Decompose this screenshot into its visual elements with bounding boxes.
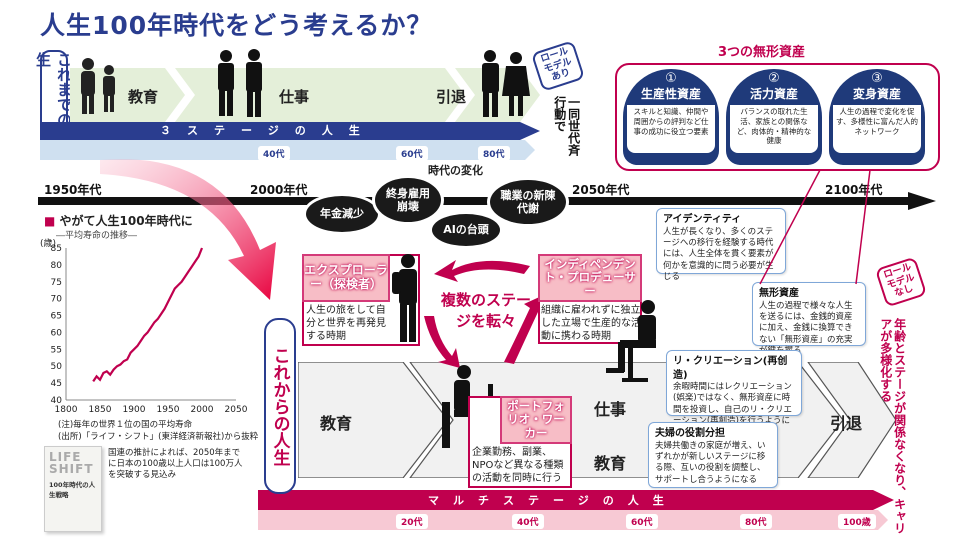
y-tick-label: 75 [51, 278, 62, 288]
x-tick-label: 1900 [123, 405, 146, 415]
year-1950: 1950年代 [44, 183, 102, 197]
x-tick-label: 1850 [89, 405, 112, 415]
y-tick-label: 85 [51, 244, 62, 254]
chart-title: ■ やがて人生100年時代に [44, 214, 193, 228]
y-tick-label: 80 [51, 261, 63, 271]
same-generation-label: 一同世代斉行動で [552, 96, 581, 156]
portfolio-title: ポートフォリオ・ワーカー [500, 396, 572, 444]
transition-arrow [100, 159, 276, 300]
y-unit-label: (歳) [40, 237, 56, 249]
old-age-80: 80代 [478, 146, 510, 161]
info-couple-roles: 夫婦の役割分担夫婦共働きの家庭が増え、いずれかが新しいステージに移る際、互いの役… [648, 422, 778, 488]
family-silhouette-icon [81, 58, 115, 114]
asset-vitality: ② 活力資産 バランスの取れた生活、家族との関係など、肉体的・精神的な健康 [726, 69, 822, 165]
y-tick-label: 40 [51, 396, 63, 406]
new-age-100: 100歳 [838, 514, 876, 529]
old-age-markers: 40代 60代 80代 [0, 146, 560, 161]
x-tick-label: 1950 [157, 405, 180, 415]
life-expectancy-line [92, 247, 204, 383]
y-tick-label: 55 [51, 345, 62, 355]
new-stage-work: 仕事 [594, 400, 627, 419]
change-ai: AIの台頭 [432, 214, 500, 246]
new-age-60: 60代 [626, 514, 658, 529]
chart-note-2: (出所)「ライフ・シフト」(東洋経済新報社)から抜粋 [58, 432, 259, 442]
seated-silhouette-icon [606, 300, 656, 382]
x-tick-label: 2050 [225, 405, 248, 415]
career-diversity-label: 年齢とステージが関係なくなり、キャリアが多様化する [878, 318, 907, 534]
three-stage-bar-label: ３ステージの人生 [160, 124, 376, 137]
life-expectancy-chart: (歳) 40 45 50 55 60 65 70 75 80 85 1800 1850 1900 1950 2… [40, 237, 248, 415]
new-stage-education-2: 教育 [594, 454, 627, 473]
elderly-silhouette-icon [482, 50, 530, 117]
y-tick-label: 45 [51, 379, 62, 389]
new-stage-education: 教育 [320, 414, 353, 433]
change-job-turnover: 職業の新陳代謝 [490, 180, 566, 224]
info-recreation: リ・クリエーション(再创造)余暇時間にはレクリエーション(娯楽)ではなく、無形資… [666, 350, 802, 438]
center-title: 複数のステージを転々 [440, 291, 531, 330]
new-stage-retire: 引退 [830, 414, 863, 433]
y-tick-label: 65 [51, 312, 62, 322]
rotate-arrows [424, 260, 546, 368]
explorer-silhouette-icon [392, 254, 417, 342]
year-2050: 2050年代 [572, 183, 630, 197]
old-age-60: 60代 [396, 146, 428, 161]
old-age-40: 40代 [258, 146, 290, 161]
info-identity: アイデンティティ人生が長くなり、多くのステージへの移行を経験する時代には、人生全… [656, 208, 786, 282]
old-stage-work: 仕事 [279, 88, 310, 106]
chart-note-1: (注)毎年の世界１位の国の平均寿命 [58, 420, 193, 430]
change-lifetime-employment: 終身雇用崩壊 [375, 178, 441, 222]
explorer-desc: 人生の旅をして自分と世界を再発見する時期 [306, 305, 386, 342]
info-intangible-assets: 無形資産人生の過程で様々な人生を送るには、金銭的資産に加え、金銭に換算できない「… [752, 282, 866, 356]
asset-transformation: ③ 変身資産 人生の過程で変化を促す、多様性に富んだ人的ネットワーク [829, 69, 925, 165]
page-title: 人生100年時代をどう考えるか？ [40, 11, 433, 40]
era-change-label: 時代の変化 [428, 164, 483, 177]
timeline-arrow [38, 192, 936, 210]
x-tick-label: 2000 [191, 405, 214, 415]
y-tick-label: 60 [51, 328, 63, 338]
assets-title: 3つの無形資産 [718, 45, 806, 60]
y-tick-label: 50 [51, 362, 63, 372]
explorer-title: エクスプローラー（探検者） [302, 254, 390, 302]
new-age-80: 80代 [740, 514, 772, 529]
worker-silhouette-icon [218, 49, 262, 117]
asset-connector [759, 169, 871, 285]
multi-stage-bar-label: マルチステージの人生 [428, 494, 678, 507]
old-stage-retire: 引退 [436, 88, 467, 106]
chart-note-3: 国連の推計によれば、2050年までに日本の100歳以上人口は100万人を突破する… [108, 448, 243, 481]
old-stage-education: 教育 [128, 88, 159, 106]
new-model-side-label: これからの人生 [264, 318, 296, 494]
no-role-model-badge: ロールモデルなし [874, 256, 928, 308]
portfolio-desc: 企業勤務、副業、NPOなど異なる種類の活動を同時に行う [472, 447, 564, 484]
chart-subtitle: ―平均寿命の推移― [56, 231, 138, 241]
y-tick-label: 70 [51, 295, 63, 305]
change-pension: 年金減少 [306, 196, 378, 232]
x-tick-label: 1800 [55, 405, 78, 415]
asset-productive: ① 生産性資産 スキルと知識、仲間や周囲からの評判など仕事の成功に役立つ要素 [623, 69, 719, 165]
chart-legend-marker: ■ [44, 214, 56, 228]
new-age-20: 20代 [396, 514, 428, 529]
new-age-40: 40代 [512, 514, 544, 529]
year-2000: 2000年代 [250, 183, 308, 197]
life-shift-book-image: LIFE SHIFT 100年時代の人生戦略 [44, 446, 102, 532]
indie-desc: 組織に雇われずに独立した立場で生産的な活動に携わる時期 [541, 305, 641, 342]
new-age-markers: 20代 40代 60代 80代 100歳 [0, 514, 900, 529]
indie-title: インディペンデント・プロデューサー [538, 254, 642, 302]
